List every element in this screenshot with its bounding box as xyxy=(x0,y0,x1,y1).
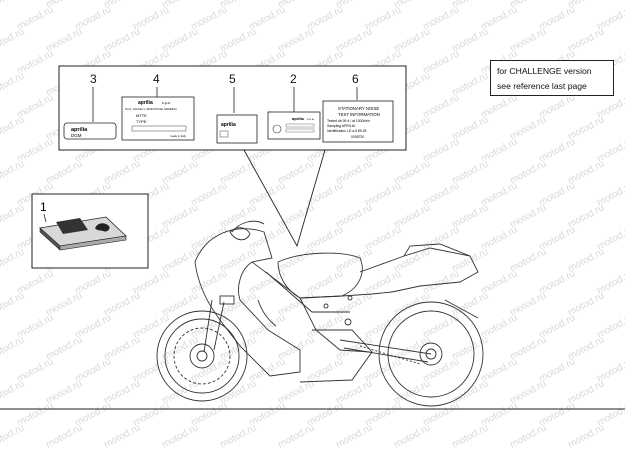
decal-2-brand: aprilia xyxy=(292,116,305,121)
decal-6-title1: STATIONARY NOISE xyxy=(338,106,379,111)
watermark-text: motod.ru xyxy=(392,422,432,450)
decal-5-brand: aprilia xyxy=(221,122,236,128)
decal-3-brand: aprilia xyxy=(71,127,88,133)
watermark-text: motod.ru xyxy=(0,26,26,54)
note-line-1: for CHALLENGE version xyxy=(497,66,592,76)
watermark-text: motod.ru xyxy=(160,422,200,450)
callout-numbers: 3 4 5 2 6 xyxy=(90,72,359,122)
callout-number-6: 6 xyxy=(352,72,359,86)
decal-5: aprilia xyxy=(216,114,258,144)
watermark-text: motod.ru xyxy=(566,422,606,450)
watermark-text: motod.ru xyxy=(102,422,142,450)
callout-number-1: 1 xyxy=(40,200,47,214)
watermark-text: motod.ru xyxy=(276,422,316,450)
watermark-text: motod.ru xyxy=(0,422,26,450)
callout-number-2: 2 xyxy=(290,72,297,86)
note-line-2: see reference last page xyxy=(497,81,587,91)
decal-6-row2: Sampling APRILIA xyxy=(327,124,356,128)
watermark-text: motod.ru xyxy=(0,378,26,406)
watermark-text: motod.ru xyxy=(450,422,490,450)
decal-4-footer: made in Italy xyxy=(170,134,186,138)
watermark-text: motod.ru xyxy=(334,422,374,450)
watermark-text: motod.ru xyxy=(0,202,26,230)
watermark-text: motod.ru xyxy=(44,422,84,450)
watermark-text: motod.ru xyxy=(0,158,26,186)
challenge-version-note: for CHALLENGE version see reference last… xyxy=(490,60,614,96)
decal-3: aprilia DGM xyxy=(63,122,117,140)
decal-4-brand-suffix: s.p.a. xyxy=(162,101,171,105)
decal-3-line: DGM xyxy=(71,133,82,138)
decal-6-title2: TEST INFORMATION xyxy=(338,112,380,117)
watermark-text: motod.ru xyxy=(218,422,258,450)
watermark-text: motod.ru xyxy=(0,334,26,362)
motorcycle-illustration xyxy=(156,220,484,407)
watermark-text: motod.ru xyxy=(0,290,26,318)
decal-4-line-a: MTTE xyxy=(136,113,147,118)
decal-6: STATIONARY NOISE TEST INFORMATION Tested… xyxy=(322,100,394,143)
watermark-text: motod.ru xyxy=(0,114,26,142)
watermark-text: motod.ru xyxy=(0,0,26,11)
callout-number-5: 5 xyxy=(229,72,236,86)
decal-4-address: Via G. GALILEI 1, 30033 NOALE (VENEZIA) xyxy=(125,107,177,111)
decal-2: aprilia s.p.a. xyxy=(267,111,321,140)
decal-4-line-b: TYPE: xyxy=(136,119,148,124)
callout-number-3: 3 xyxy=(90,72,97,86)
sticker-kit-box: 1 xyxy=(31,193,149,269)
watermark-text: motod.ru xyxy=(0,70,26,98)
watermark-text: motod.ru xyxy=(0,246,26,274)
callout-number-4: 4 xyxy=(153,72,160,86)
decal-2-brand-suffix: s.p.a. xyxy=(307,117,315,121)
decal-4-brand: aprilia xyxy=(138,100,153,106)
watermark-text: motod.ru xyxy=(508,422,548,450)
decal-6-row3: Identification LD a.5 89.25 xyxy=(327,129,367,133)
decal-6-row4: 0008730 xyxy=(351,135,364,139)
decal-6-row1: Tested db 95 d / at 1000/min xyxy=(327,119,370,123)
decal-4: aprilia s.p.a. Via G. GALILEI 1, 30033 N… xyxy=(121,96,195,141)
